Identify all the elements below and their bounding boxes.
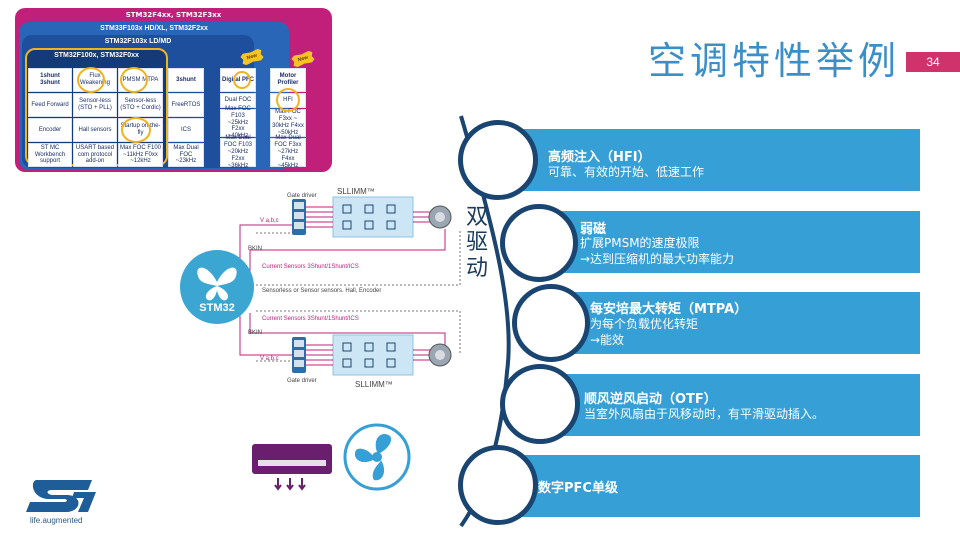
timeline-node [458, 445, 538, 525]
feature-title-hfi: 高频注入（HFI） [548, 150, 651, 165]
feature-line: 当室外风扇由于风移动时，有平滑驱动插入。 [584, 407, 825, 421]
highlight-circle [233, 71, 251, 89]
feature-band-hfi [500, 129, 920, 191]
cell-max-foc-f3xx: Max FOC F3xx ~ 30kHz F4xx ~50kHz [270, 109, 306, 137]
cell-shunt: 1shunt 3shunt [28, 68, 72, 92]
new-badge: New [291, 50, 316, 68]
page-number: 34 [906, 52, 960, 72]
highlight-circle [77, 67, 105, 93]
butterfly-icon [197, 267, 237, 301]
motor-icon-bottom [428, 343, 452, 367]
highlight-circle [121, 117, 151, 143]
sllimm-label-top: SLLIMM™ [337, 187, 375, 196]
cell-max-foc-f103: Max FOC F103 ~25kHz F2xx ~40kHz [220, 106, 256, 139]
feature-line: 可靠、有效的开始、低速工作 [548, 165, 705, 179]
feature-title-otf: 顺风逆风启动（OTF） [584, 392, 717, 407]
st-logo: life.augmented [22, 478, 102, 525]
timeline-node [500, 204, 578, 282]
cell-freertos: FreeRTOS [168, 93, 204, 117]
cell-max-dual-foc-f3xx: Max Dual FOC F3xx ~27kHz F4xx ~45kHz [270, 135, 306, 169]
dual-drive-diagram [239, 196, 461, 376]
feature-line: →能效 [590, 333, 625, 347]
gate-driver-label: Gate driver [287, 193, 317, 199]
sensorless-label: Sensorless or Sensor sensors. Hall, Enco… [262, 288, 382, 294]
vabc-label-top: V a,b,c [260, 218, 279, 224]
feature-line: 扩展PMSM的速度极限 [580, 236, 700, 250]
feature-title-mtpa: 每安培最大转矩（MTPA） [590, 302, 748, 317]
cell-ics: ICS [168, 118, 204, 142]
cell-3shunt: 3shunt [168, 68, 204, 92]
cell-feed-forward: Feed Forward [28, 93, 72, 117]
slide-title: 空调特性举例 [648, 39, 901, 83]
stm32-label: STM32 [199, 302, 235, 314]
air-conditioner-icon [252, 444, 332, 491]
feature-title-pfc: 数字PFC单级 [538, 481, 618, 496]
cell-sensorless-cordic: Sensor-less (STO + Cordic) [118, 93, 163, 117]
feature-line: →达到压缩机的最大功率能力 [580, 252, 735, 266]
dual-drive-label: 双驱动 [466, 205, 489, 281]
cell-max-dual-foc: Max Dual FOC ~23kHz [168, 143, 204, 167]
cell-dual-foc: Dual FOC [220, 93, 256, 108]
feature-band-mtpa [560, 292, 920, 354]
inset-layer3-label: STM32F103x LD/MD [104, 38, 172, 45]
highlight-circle [276, 88, 300, 112]
bkin-label-bottom: BKIN [248, 330, 263, 336]
cell-usart: USART based com protocol add-on [73, 143, 117, 167]
timeline-node [458, 120, 538, 200]
bkin-label-top: BKIN [248, 246, 263, 252]
cell-max-dual-foc-f103: Max Dual FOC F103 ~20kHz F2xx ~36kHz [220, 135, 256, 169]
inset-layer1-label: STM32F4xx, STM32F3xx [125, 11, 222, 19]
vabc-label-bottom: V a,b,c [260, 356, 279, 362]
cell-max-foc-f100: Max FOC F100 ~11kHz F0xx ~12kHz [118, 143, 163, 167]
feature-line: 为每个负载优化转矩 [590, 317, 699, 331]
st-logo-icon [26, 480, 96, 512]
stm32-badge: STM32 [180, 250, 254, 324]
timeline-node [500, 364, 580, 444]
motor-icon-top [428, 205, 452, 229]
sllimm-module-top [332, 196, 414, 238]
cell-sensorless-pll: Sensor-less (STO + PLL) [73, 93, 117, 117]
inset-layer2-label: STM33F103x HD/XL, STM32F2xx [100, 25, 208, 32]
fan-icon [343, 423, 411, 491]
highlight-circle [120, 67, 148, 93]
feature-title-flux: 弱磁 [580, 222, 607, 237]
sllimm-module-bottom [332, 334, 414, 376]
sllimm-label-bottom: SLLIMM™ [355, 380, 393, 389]
current-sensors-label-top: Current Sensors 3Shunt/1Shunt/ICS [262, 264, 359, 270]
cell-workbench: ST MC Workbench support [28, 143, 72, 167]
feature-inset: STM32F4xx, STM32F3xx STM33F103x HD/XL, S… [15, 8, 332, 172]
timeline-node [512, 284, 590, 362]
cell-encoder: Encoder [28, 118, 72, 142]
inset-layer4-label: STM32F100x, STM32F0xx [54, 52, 139, 59]
feature-band-flux [545, 211, 920, 273]
feature-band-otf [545, 374, 920, 436]
cell-hall-sensors: Hall sensors [73, 118, 117, 142]
current-sensors-label-bottom: Current Sensors 3Shunt/1Shunt/ICS [262, 316, 359, 322]
feature-band-pfc [500, 455, 920, 517]
st-tagline: life.augmented [30, 516, 83, 525]
gate-driver-label-bottom: Gate driver [287, 378, 317, 384]
